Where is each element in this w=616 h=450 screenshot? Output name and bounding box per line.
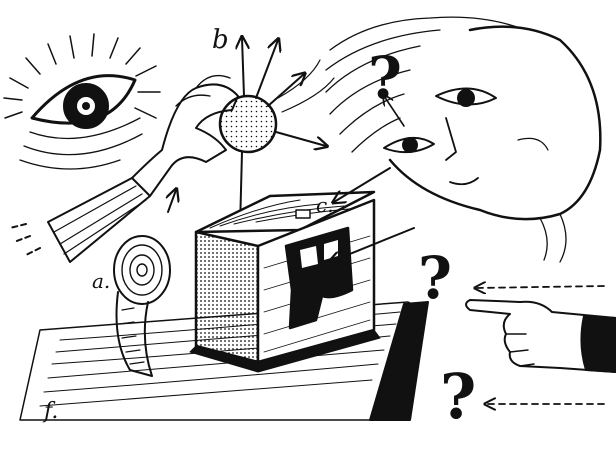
woman-face xyxy=(325,16,602,263)
eye-icon xyxy=(3,33,161,170)
question-mark-hand: ? xyxy=(440,360,476,433)
tape-measure xyxy=(113,235,171,377)
label-b: b xyxy=(212,25,229,55)
sphere-arrows xyxy=(168,38,335,228)
textured-sphere xyxy=(218,94,278,154)
label-c: c. xyxy=(316,193,334,217)
label-a: a. xyxy=(92,269,110,293)
question-mark-hair: ? xyxy=(368,44,402,112)
question-mark-box: ? xyxy=(418,244,452,312)
box-with-hole xyxy=(189,190,415,373)
pointing-hand xyxy=(465,286,616,404)
label-f: f. xyxy=(42,399,58,424)
